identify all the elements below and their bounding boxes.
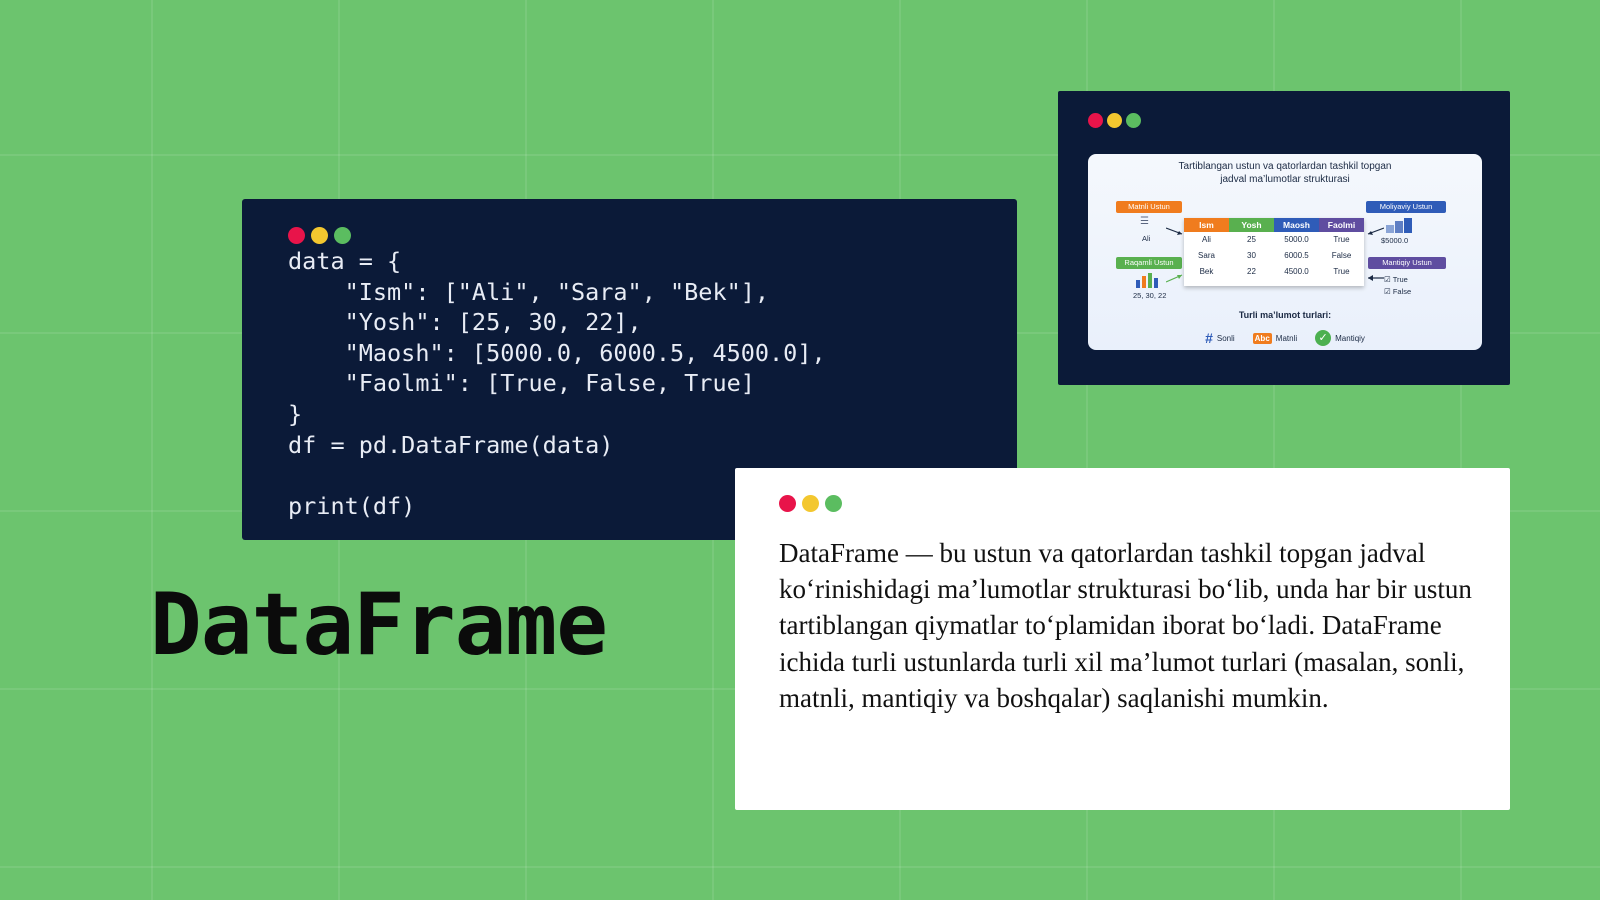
table-cell: 30: [1247, 251, 1256, 260]
data-types-title: Turli ma’lumot turlari:: [1238, 310, 1332, 320]
hash-icon: #: [1205, 330, 1213, 346]
code-line: "Maosh": [5000.0, 6000.5, 4500.0],: [288, 338, 826, 367]
boolean-true-item: ☑ True: [1384, 275, 1408, 284]
text-column-label: Matnli Ustun: [1116, 201, 1182, 213]
type-item: ✓ Mantiqiy: [1315, 330, 1365, 346]
data-types-legend: # Sonli Abc Matnli ✓ Mantiqiy: [1088, 330, 1482, 346]
code-line: }: [288, 399, 303, 428]
code-block: data = { "Ism": ["Ali", "Sara", "Bek"], …: [288, 246, 826, 521]
table-cell: False: [1331, 251, 1352, 260]
text-column-example: Ali: [1142, 234, 1151, 243]
type-label: Mantiqiy: [1335, 333, 1365, 343]
window-controls: [779, 495, 842, 512]
numeric-column-label: Raqamli Ustun: [1116, 257, 1182, 269]
type-label: Sonli: [1216, 333, 1235, 343]
illustration-title: Tartiblangan ustun va qatorlardan tashki…: [1088, 160, 1482, 186]
dataframe-table: Ism Yosh Maosh Faolmi Ali 25 5000.0 True…: [1184, 218, 1364, 286]
column-header: Yosh: [1229, 218, 1274, 232]
code-line: "Faolmi": [True, False, True]: [288, 369, 755, 398]
table-row: Sara 30 6000.5 False: [1184, 248, 1364, 264]
code-line: print(df): [288, 491, 416, 520]
minimize-dot-icon[interactable]: [311, 227, 328, 244]
table-cell: 4500.0: [1284, 267, 1309, 276]
column-header: Faolmi: [1319, 218, 1364, 232]
table-row: Bek 22 4500.0 True: [1184, 264, 1364, 280]
page-title: DataFrame: [150, 575, 608, 675]
checkbox-icon: ☑: [1384, 275, 1391, 284]
description-window: DataFrame — bu ustun va qatorlardan tash…: [735, 468, 1510, 810]
table-cell: 22: [1247, 267, 1256, 276]
financial-column-label: Moliyaviy Ustun: [1366, 201, 1446, 213]
code-window: data = { "Ism": ["Ali", "Sara", "Bek"], …: [242, 199, 1017, 540]
minimize-dot-icon[interactable]: [1107, 113, 1122, 128]
code-line: "Yosh": [25, 30, 22],: [288, 308, 642, 337]
boolean-false-item: ☑ False: [1384, 287, 1411, 296]
type-label: Matnli: [1275, 333, 1298, 343]
code-line: data = {: [288, 247, 402, 275]
arrow-right-icon: [1166, 227, 1183, 235]
code-line: df = pd.DataFrame(data): [288, 430, 614, 459]
maximize-dot-icon[interactable]: [1126, 113, 1141, 128]
table-cell: Ali: [1202, 235, 1211, 244]
type-item: Abc Matnli: [1252, 332, 1298, 344]
boolean-true-label: True: [1392, 275, 1408, 284]
table-cell: True: [1333, 267, 1350, 276]
close-dot-icon[interactable]: [779, 495, 796, 512]
table-cell: 6000.5: [1284, 251, 1309, 260]
arrow-left-icon: [1368, 275, 1384, 281]
column-header: Ism: [1184, 218, 1229, 232]
boolean-false-label: False: [1392, 287, 1412, 296]
table-cell: 5000.0: [1284, 235, 1309, 244]
abc-icon: Abc: [1252, 332, 1272, 344]
illustration-title-line: Tartiblangan ustun va qatorlardan tashki…: [1178, 161, 1392, 172]
column-header: Maosh: [1274, 218, 1319, 232]
window-controls: [1088, 113, 1141, 128]
minimize-dot-icon[interactable]: [802, 495, 819, 512]
maximize-dot-icon[interactable]: [334, 227, 351, 244]
close-dot-icon[interactable]: [288, 227, 305, 244]
code-line: "Ism": ["Ali", "Sara", "Bek"],: [288, 277, 770, 306]
bar-chart-icon: [1136, 273, 1158, 288]
image-window: Tartiblangan ustun va qatorlardan tashki…: [1058, 91, 1510, 385]
table-header: Ism Yosh Maosh Faolmi: [1184, 218, 1364, 232]
close-dot-icon[interactable]: [1088, 113, 1103, 128]
financial-column-example: $5000.0: [1381, 236, 1409, 245]
table-row: Ali 25 5000.0 True: [1184, 232, 1364, 248]
coins-icon: [1386, 218, 1412, 233]
checkbox-icon: ☑: [1384, 287, 1391, 296]
numeric-column-example: 25, 30, 22: [1133, 291, 1167, 300]
arrow-left-icon: [1367, 227, 1384, 235]
check-icon: ✓: [1315, 330, 1332, 346]
table-cell: Bek: [1199, 267, 1214, 276]
illustration-title-line: jadval ma’lumotlar strukturasi: [1220, 174, 1350, 185]
dataframe-illustration: Tartiblangan ustun va qatorlardan tashki…: [1088, 154, 1482, 350]
window-controls: [288, 227, 351, 244]
table-cell: 25: [1247, 235, 1256, 244]
table-cell: True: [1333, 235, 1350, 244]
list-icon: ☰: [1140, 216, 1149, 227]
arrow-right-icon: [1166, 274, 1183, 283]
boolean-column-label: Mantiqiy Ustun: [1368, 257, 1446, 269]
maximize-dot-icon[interactable]: [825, 495, 842, 512]
type-item: # Sonli: [1205, 330, 1235, 346]
table-cell: Sara: [1198, 251, 1215, 260]
description-text: DataFrame — bu ustun va qatorlardan tash…: [779, 538, 1472, 713]
